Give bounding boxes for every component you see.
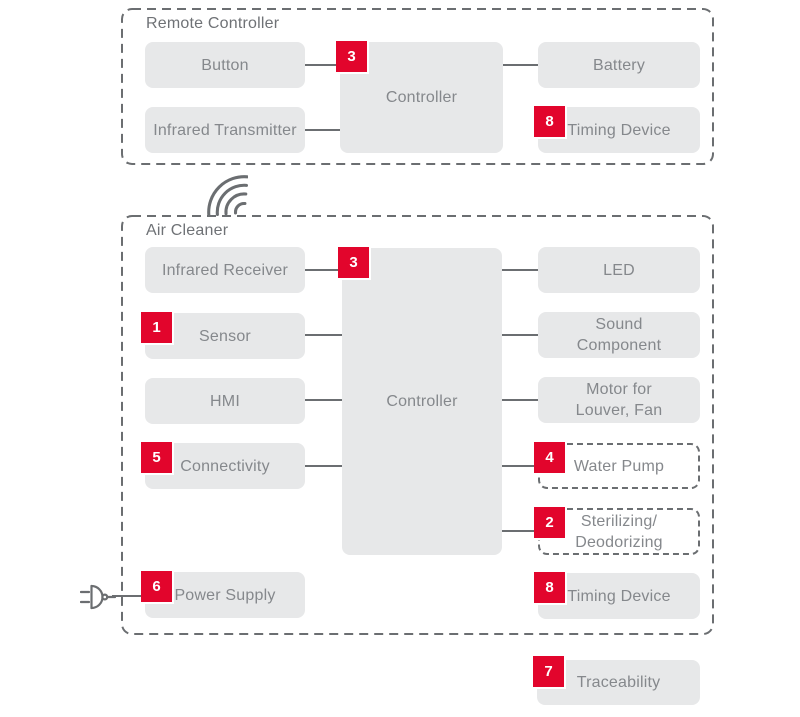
- box-power-supply-label: Power Supply: [174, 586, 276, 604]
- box-motor-louver-fan: Motor for Louver, Fan: [538, 377, 700, 423]
- box-battery-label: Battery: [592, 56, 646, 74]
- box-hmi-label: HMI: [210, 392, 240, 410]
- box-water-pump-label: Water Pump: [573, 457, 665, 475]
- badge-2-sterilizing: 2: [534, 507, 567, 540]
- badge-1-sensor: 1: [141, 312, 174, 345]
- box-controller-air-label: Controller: [386, 393, 458, 410]
- box-battery: Battery: [538, 42, 700, 88]
- badge-8-remote-timing: 8: [534, 106, 567, 139]
- badge-4-water-pump: 4: [534, 442, 567, 475]
- box-infrared-transmitter-label: Infrared Transmitter: [153, 121, 297, 139]
- power-plug-icon: [80, 584, 116, 610]
- box-motor-louver-fan-label: Motor for Louver, Fan: [575, 381, 663, 419]
- wifi-signal-icon: [207, 175, 248, 216]
- connector-hmi-controller: [305, 399, 342, 401]
- connector-connectivity-controller: [305, 465, 342, 467]
- box-led: LED: [538, 247, 700, 293]
- connector-controller-led: [502, 269, 538, 271]
- connector-controller-sound: [502, 334, 538, 336]
- connector-button-controller: [305, 64, 336, 66]
- badge-5-connectivity: 5: [141, 442, 174, 475]
- box-sound-component: Sound Component: [538, 312, 700, 358]
- box-button: Button: [145, 42, 305, 88]
- connector-plug-powersupply: [112, 595, 141, 597]
- air-cleaner-title: Air Cleaner: [146, 222, 229, 239]
- box-timing-device-air-label: Timing Device: [567, 587, 671, 605]
- box-led-label: LED: [603, 261, 635, 279]
- connector-controller-sterilizing: [502, 530, 534, 532]
- badge-7-traceability: 7: [533, 656, 566, 689]
- badge-3-remote-controller: 3: [336, 41, 369, 74]
- badge-6-power-supply: 6: [141, 571, 174, 604]
- box-timing-device-remote-label: Timing Device: [567, 121, 671, 139]
- box-infrared-transmitter: Infrared Transmitter: [145, 107, 305, 153]
- badge-3-air-controller: 3: [338, 247, 371, 280]
- connector-irtransmitter-controller: [305, 129, 340, 131]
- box-traceability-label: Traceability: [576, 674, 661, 691]
- remote-controller-title: Remote Controller: [146, 15, 280, 32]
- connector-controller-waterpump: [502, 465, 534, 467]
- box-sterilizing-deodorizing-label: Sterilizing/ Deodorizing: [575, 512, 663, 551]
- box-button-label: Button: [201, 56, 249, 74]
- box-controller-air: Controller: [342, 248, 502, 555]
- box-hmi: HMI: [145, 378, 305, 424]
- box-infrared-receiver-label: Infrared Receiver: [161, 261, 289, 279]
- connector-controller-battery: [503, 64, 538, 66]
- connector-controller-motor: [502, 399, 538, 401]
- connector-sensor-controller: [305, 334, 342, 336]
- box-infrared-receiver: Infrared Receiver: [145, 247, 305, 293]
- box-sound-component-label: Sound Component: [576, 316, 662, 354]
- box-connectivity-label: Connectivity: [180, 457, 270, 475]
- box-sensor-label: Sensor: [199, 327, 251, 345]
- badge-8-air-timing: 8: [534, 572, 567, 605]
- box-controller-remote-label: Controller: [385, 89, 458, 106]
- box-timing-device-remote: Timing Device: [538, 107, 700, 153]
- connector-irreceiver-controller: [305, 269, 338, 271]
